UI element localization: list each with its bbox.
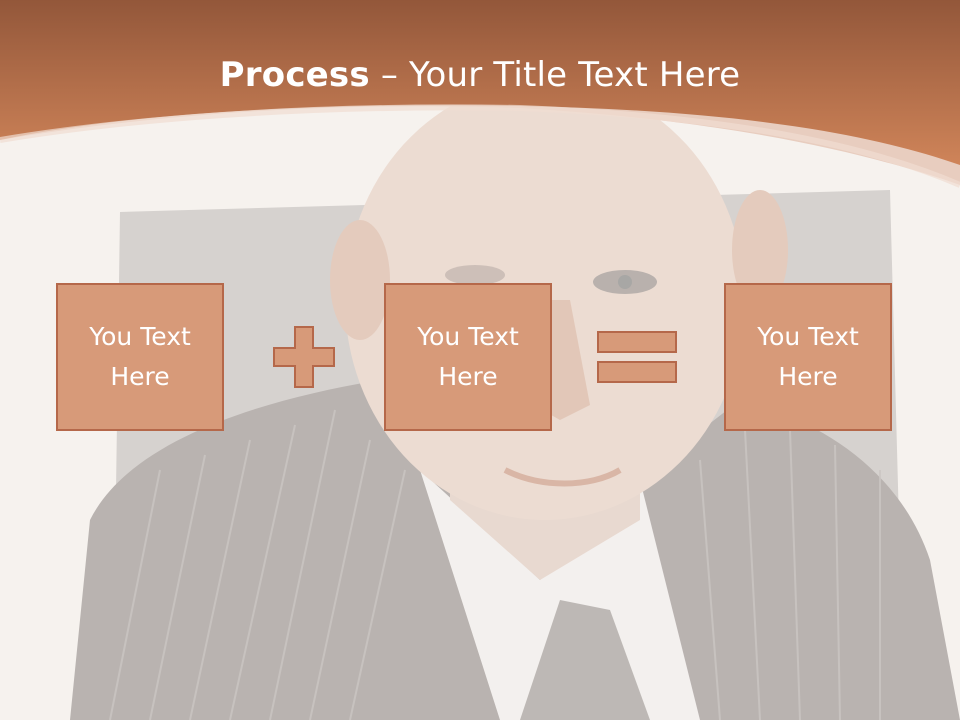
- process-box-3: You Text Here: [724, 283, 892, 431]
- equals-icon: [597, 331, 677, 383]
- plus-icon: [273, 326, 335, 388]
- process-box-1-text: You Text Here: [89, 322, 191, 391]
- process-box-1: You Text Here: [56, 283, 224, 431]
- title-rest: Your Title Text Here: [409, 55, 741, 95]
- process-box-2: You Text Here: [384, 283, 552, 431]
- title-dash: –: [369, 55, 410, 95]
- title-bold: Process: [219, 55, 370, 95]
- process-box-3-text: You Text Here: [757, 322, 859, 391]
- header-banner: [0, 0, 960, 188]
- slide-title: Process – Your Title Text Here: [0, 50, 960, 100]
- process-box-2-text: You Text Here: [417, 322, 519, 391]
